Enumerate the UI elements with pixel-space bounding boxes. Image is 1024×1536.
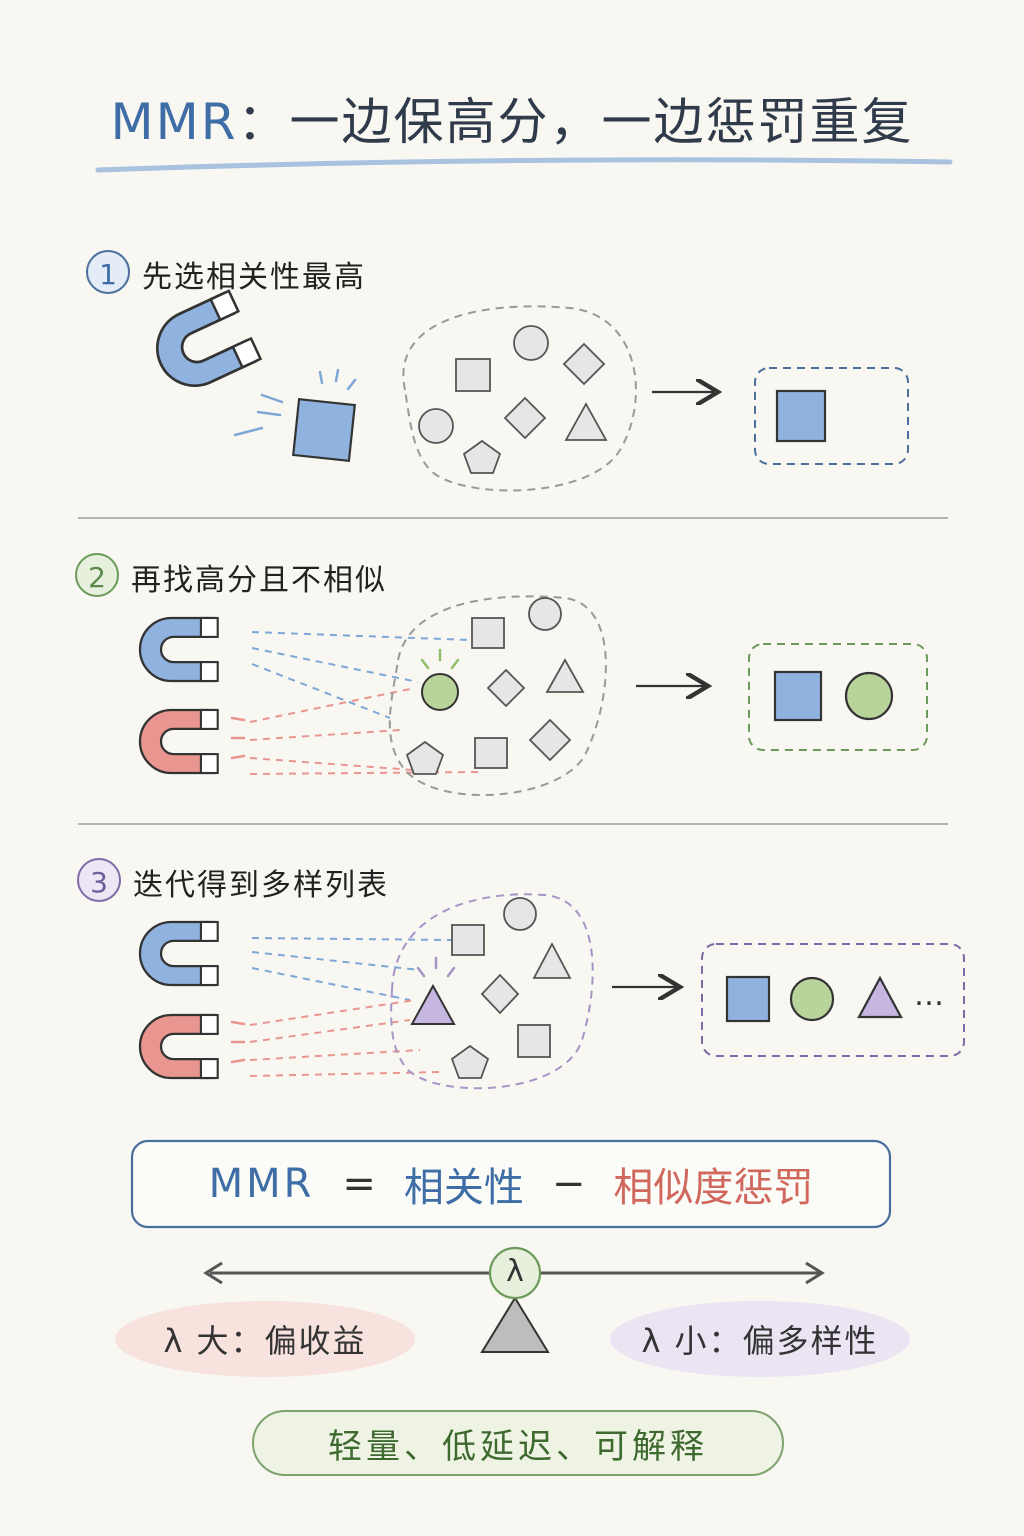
step-1-header: 1 先选相关性最高 (88, 252, 366, 296)
lambda-small-label: λ 小：偏多样性 (641, 1322, 879, 1360)
lambda-large-label: λ 大：偏收益 (163, 1322, 367, 1360)
circle-shape (513, 325, 549, 361)
step-3-diagram (138, 893, 965, 1090)
step-1-diagram (143, 289, 909, 492)
formula-equals: = (342, 1161, 376, 1207)
diamond-shape (562, 342, 606, 386)
square-shape (517, 1024, 551, 1058)
right-label-bg (610, 1301, 910, 1377)
result-triangle-shape (857, 975, 903, 1019)
step-1-number: 1 (99, 257, 117, 291)
lambda-balance (115, 1246, 910, 1377)
red-magnet-icon (138, 1013, 219, 1080)
step-3-header: 3 迭代得到多样列表 (79, 860, 389, 904)
formula-relevance: 相关性 (403, 1165, 524, 1211)
relevance-lines (251, 937, 453, 1001)
pentagon-shape (450, 1044, 490, 1079)
relevance-lines (251, 631, 471, 719)
blue-magnet-icon (143, 289, 262, 400)
candidate-pool (388, 595, 607, 797)
square-shape (451, 924, 485, 956)
red-magnet-icon (138, 708, 219, 775)
circle-shape (503, 897, 537, 931)
result-box-1 (754, 367, 909, 465)
result-box-2 (748, 643, 928, 751)
page-title: MMR：一边保高分，一边惩罚重复 (0, 82, 1024, 154)
triangle-shape (532, 942, 572, 979)
formula: MMR = 相关性 − 相似度惩罚 (132, 1141, 890, 1227)
pentagon-shape (462, 439, 502, 474)
lambda-symbol: λ (506, 1254, 524, 1289)
step-2-label: 再找高分且不相似 (131, 563, 387, 598)
title-prefix: MMR (110, 93, 238, 151)
lambda-circle (488, 1246, 542, 1300)
right-arrow-icon (805, 1261, 825, 1285)
penalty-lines (249, 999, 441, 1077)
triangle-shape (545, 658, 585, 693)
candidate-pool (390, 893, 594, 1090)
fulcrum-triangle (480, 1296, 550, 1353)
footer-pill: 轻量、低延迟、可解释 (252, 1410, 784, 1476)
diamond-shape (480, 973, 520, 1015)
result-square-shape (775, 389, 827, 443)
step-3-label: 迭代得到多样列表 (133, 868, 389, 903)
formula-minus: − (551, 1161, 586, 1207)
step-2-header: 2 再找高分且不相似 (77, 555, 387, 599)
selected-square-shape (292, 398, 356, 462)
triangle-shape (564, 402, 608, 441)
step-2-circle (75, 553, 119, 597)
blue-magnet-icon (138, 616, 219, 683)
square-shape (471, 617, 505, 649)
title-underline (95, 157, 953, 173)
result-ellipsis: … (914, 978, 944, 1013)
diamond-shape (528, 718, 572, 762)
step-2-number: 2 (88, 560, 106, 594)
result-circle-shape (844, 671, 894, 721)
left-arrow-icon (203, 1261, 223, 1285)
left-label-bg (115, 1301, 415, 1377)
result-box-3 (701, 943, 965, 1057)
formula-box (130, 1139, 892, 1229)
result-square-shape (725, 975, 771, 1023)
selected-circle-shape (421, 673, 459, 711)
candidate-pool (402, 305, 637, 492)
step-2-diagram (138, 595, 928, 797)
title-rest: ：一边保高分，一边惩罚重复 (237, 93, 914, 151)
step-3-circle (77, 858, 121, 902)
formula-lhs: MMR (208, 1161, 315, 1207)
square-shape (474, 737, 508, 769)
diamond-shape (486, 668, 526, 708)
result-circle-shape (789, 976, 835, 1022)
formula-penalty: 相似度惩罚 (613, 1165, 814, 1211)
result-square-shape (773, 670, 823, 722)
attraction-lines (233, 368, 357, 437)
penalty-lines (249, 687, 481, 775)
pentagon-shape (405, 740, 445, 775)
step-1-circle (86, 250, 130, 294)
blue-magnet-icon (138, 920, 219, 987)
diamond-shape (503, 396, 547, 440)
circle-shape (528, 597, 562, 631)
square-shape (455, 358, 491, 392)
selected-triangle-shape (410, 983, 456, 1025)
step-3-number: 3 (90, 865, 108, 899)
step-1-label: 先选相关性最高 (142, 260, 366, 295)
circle-shape (418, 408, 454, 444)
